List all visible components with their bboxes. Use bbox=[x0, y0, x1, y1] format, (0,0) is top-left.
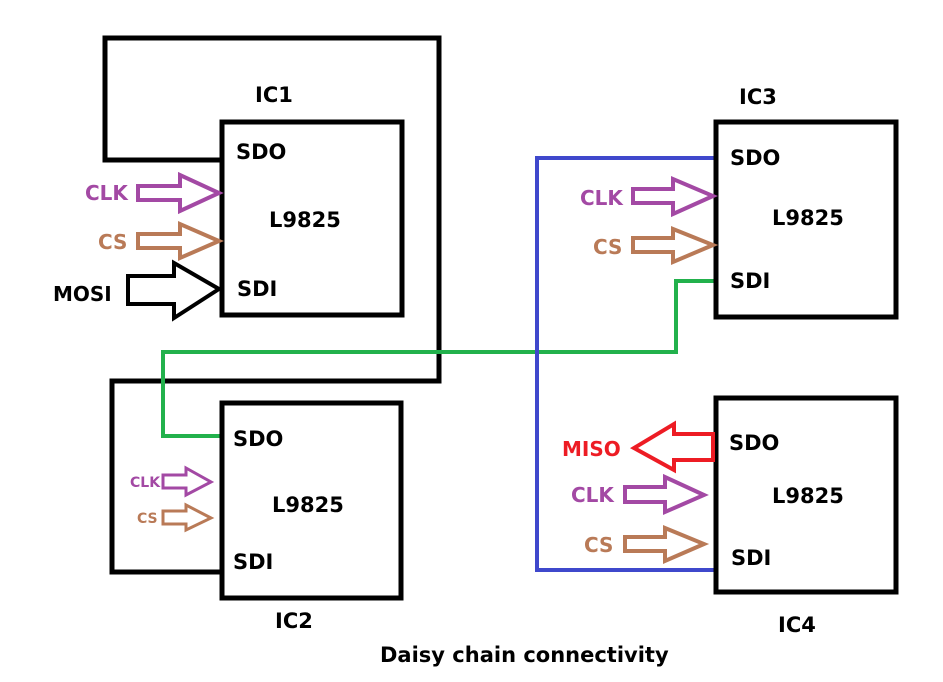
chip-ic2-label: IC2 bbox=[275, 609, 313, 633]
ic4-part-label: L9825 bbox=[772, 484, 844, 508]
ic2-clk-label: CLK bbox=[130, 475, 161, 491]
ic4-miso-label: MISO bbox=[562, 437, 621, 461]
chip-ic2-box bbox=[219, 400, 404, 601]
ic4-cs-arrow-icon bbox=[623, 525, 710, 565]
ic1-clk-arrow-icon bbox=[136, 171, 224, 215]
ic2-part-label: L9825 bbox=[272, 493, 344, 517]
ic4-clk-arrow-icon bbox=[623, 473, 709, 516]
chip-ic1-label: IC1 bbox=[255, 83, 293, 107]
ic3-sdo-pin: SDO bbox=[730, 146, 780, 170]
ic1-mosi-arrow-icon bbox=[126, 259, 223, 322]
ic4-sdo-pin: SDO bbox=[729, 431, 779, 455]
chip-ic4-label: IC4 bbox=[778, 613, 816, 637]
ic4-cs-label: CS bbox=[584, 533, 613, 557]
ic1-cs-label: CS bbox=[98, 230, 127, 254]
ic3-cs-label: CS bbox=[593, 235, 622, 259]
ic2-clk-arrow-icon bbox=[161, 465, 215, 498]
ic3-clk-arrow-icon bbox=[631, 175, 718, 218]
wire-ic2-sdo-to-ic3-sdi bbox=[161, 279, 716, 438]
ic3-cs-arrow-icon bbox=[631, 226, 719, 266]
ic1-sdo-pin: SDO bbox=[236, 140, 286, 164]
ic2-cs-label: CS bbox=[137, 511, 158, 527]
ic3-part-label: L9825 bbox=[772, 206, 844, 230]
ic1-clk-label: CLK bbox=[85, 181, 129, 205]
ic2-sdi-pin: SDI bbox=[233, 550, 273, 574]
ic1-part-label: L9825 bbox=[269, 208, 341, 232]
ic2-sdo-pin: SDO bbox=[233, 427, 283, 451]
chip-ic3-label: IC3 bbox=[739, 85, 777, 109]
chip-ic3-box bbox=[713, 119, 899, 320]
ic2-cs-arrow-icon bbox=[161, 502, 215, 533]
ic3-sdi-pin: SDI bbox=[730, 269, 770, 293]
ic4-miso-arrow-icon bbox=[629, 420, 715, 474]
ic3-clk-label: CLK bbox=[580, 186, 624, 210]
ic4-sdi-pin: SDI bbox=[731, 546, 771, 570]
ic1-sdi-pin: SDI bbox=[237, 277, 277, 301]
diagram-title: Daisy chain connectivity bbox=[380, 643, 669, 667]
chip-ic4-box bbox=[713, 395, 899, 595]
chip-ic1-box bbox=[219, 119, 405, 318]
wire-ic1-sdo-to-ic2-sdi bbox=[102, 35, 442, 575]
ic1-mosi-label: MOSI bbox=[53, 282, 112, 306]
wire-ic3-sdo-to-ic4-sdi bbox=[535, 156, 716, 572]
ic4-clk-label: CLK bbox=[571, 483, 615, 507]
ic1-cs-arrow-icon bbox=[136, 220, 225, 262]
